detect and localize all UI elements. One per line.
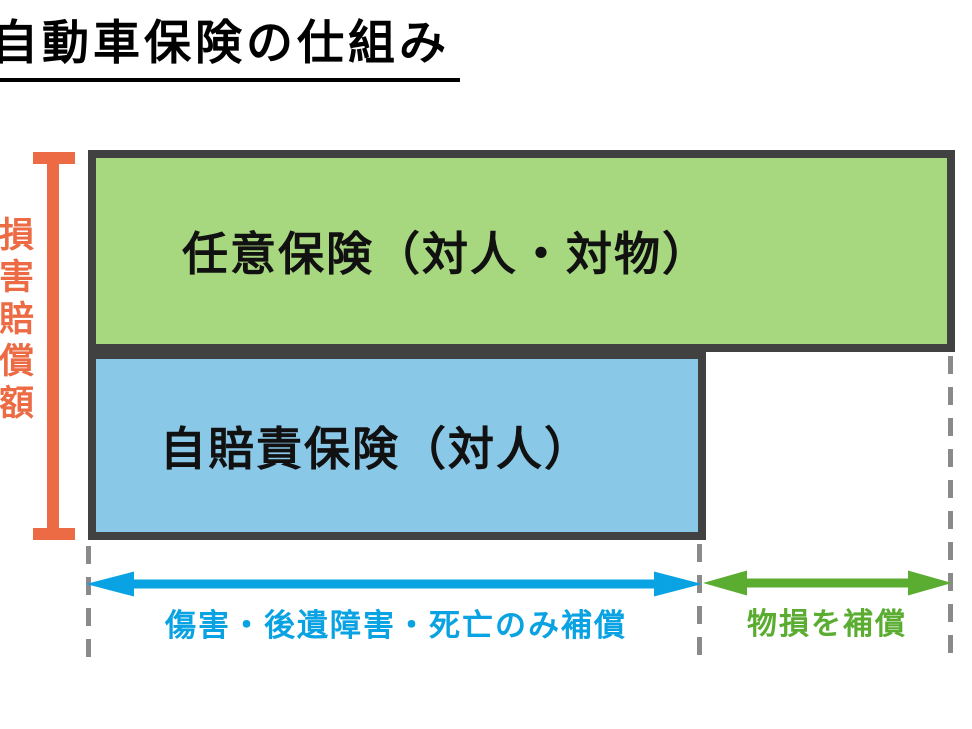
damage-amount-axis-label: 損害賠償額	[0, 216, 33, 426]
guide-line-left	[86, 546, 91, 658]
property-coverage-arrow	[703, 570, 952, 596]
personal-coverage-caption: 傷害・後遺障害・死亡のみ補償	[165, 608, 627, 644]
bracket-stem	[47, 152, 59, 540]
personal-coverage-arrow	[86, 571, 702, 597]
guide-line-right	[948, 356, 953, 656]
page-title: 自動車保険の仕組み	[0, 4, 460, 82]
property-coverage-caption: 物損を補償	[747, 607, 907, 642]
compulsory-insurance-box: 自賠責保険（対人）	[88, 351, 706, 540]
bracket-bottom-cap	[33, 528, 75, 540]
compulsory-insurance-label: 自賠責保険（対人）	[160, 421, 592, 476]
voluntary-insurance-box: 任意保険（対人・対物）	[88, 150, 955, 352]
voluntary-insurance-label: 任意保険（対人・対物）	[182, 227, 710, 281]
guide-line-middle	[697, 544, 702, 658]
